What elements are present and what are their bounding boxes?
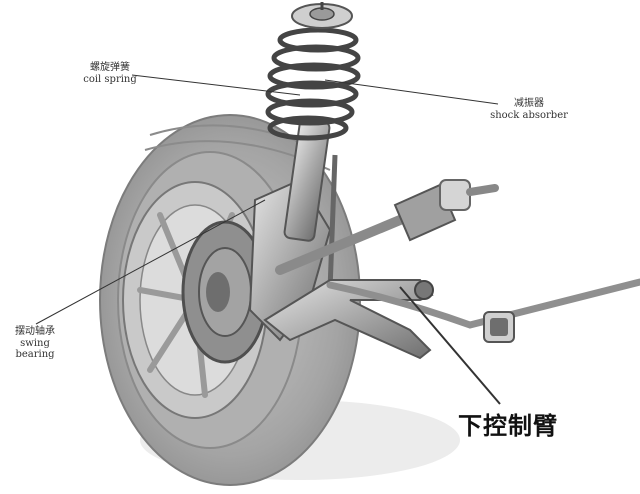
stabilizer-link <box>327 154 338 291</box>
swing-bearing-label-en: swing bearing <box>15 337 55 361</box>
control-arm-bushing <box>414 280 434 300</box>
leader-line-coil-spring <box>131 74 301 96</box>
leader-line-swing-bearing <box>35 199 266 325</box>
leader-lines <box>35 74 501 405</box>
shock-absorber-label-en: shock absorber <box>490 109 568 121</box>
shock-absorber-label-zh: 减振器 <box>514 98 544 109</box>
coil-spring <box>265 27 361 141</box>
stabilizer-bar <box>326 278 640 343</box>
strut-top-mount <box>291 2 353 29</box>
lower-control-arm-label: 下控制臂 <box>458 412 558 440</box>
coil-spring-label-en: coil spring <box>83 73 137 85</box>
swing-bearing-label: 摆动轴承 swing bearing <box>0 326 70 361</box>
leader-line-lower-control-arm <box>399 286 501 405</box>
coil-spring-label: 螺旋弹簧 coil spring <box>80 62 140 85</box>
leader-line-shock-absorber <box>324 79 499 105</box>
drive-shaft <box>275 179 499 275</box>
shock-absorber-label: 减振器 shock absorber <box>484 98 574 121</box>
swing-bearing-label-zh: 摆动轴承 <box>15 326 55 337</box>
coil-spring-label-zh: 螺旋弹簧 <box>90 62 130 73</box>
